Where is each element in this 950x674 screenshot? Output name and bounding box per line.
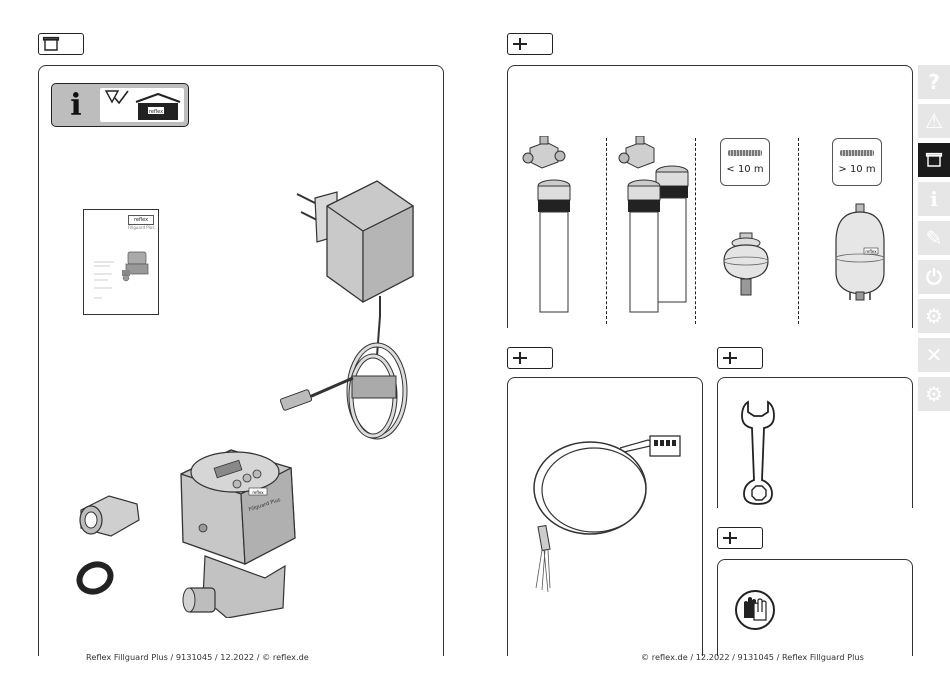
question-icon: ?: [928, 70, 940, 94]
box-icon: [925, 152, 943, 168]
checked-box-icon: reflex: [100, 88, 184, 122]
sidebar-tab-power[interactable]: ⏻: [918, 260, 950, 294]
info-badge: i reflex: [51, 83, 189, 127]
accessories-tag: [507, 347, 553, 369]
scope-of-delivery-tag: [38, 33, 84, 55]
accessories-panel-top: < 10 m > 10 m reflex: [507, 65, 913, 328]
separator: [606, 138, 607, 324]
filter-double: [618, 136, 698, 316]
info-icon: i: [930, 187, 938, 211]
sidebar-tab-info[interactable]: i: [918, 182, 950, 216]
manual-brand: reflex: [128, 215, 154, 225]
operating-manual: reflex Fillguard Plus: [83, 209, 159, 315]
cable-length-long-text: > 10 m: [833, 164, 881, 175]
sidebar-tab-question[interactable]: ?: [918, 65, 950, 99]
maintenance-icon: ⚙: [925, 382, 943, 406]
plus-icon: [511, 36, 529, 52]
fillguard-device: reflex Fillguard Plus: [175, 438, 315, 618]
tools-icon: ✕: [926, 343, 943, 367]
accessories-tag: [717, 527, 763, 549]
vessel-brand-label: reflex: [865, 249, 877, 254]
cable-length-long-label: > 10 m: [832, 138, 882, 186]
info-letter: i: [70, 88, 81, 123]
sidebar-tab-maintenance[interactable]: ⚙: [918, 377, 950, 411]
sidebar-tab-warning[interactable]: ⚠: [918, 104, 950, 138]
settings-icon: ⚙: [925, 304, 943, 328]
scope-of-delivery-panel: i reflex reflex Fillguard Plus: [38, 65, 444, 656]
cable-accessory-panel: [507, 377, 703, 656]
separator: [798, 138, 799, 324]
left-footer: Reflex Fillguard Plus / 9131045 / 12.202…: [86, 652, 309, 662]
wrench-accessory-panel: [717, 377, 913, 508]
power-icon: ⏻: [926, 265, 942, 289]
threaded-connector: [75, 486, 145, 546]
device-brand-label: reflex: [252, 490, 264, 495]
accessories-tag: [717, 347, 763, 369]
cable-length-short-label: < 10 m: [720, 138, 770, 186]
plus-icon: [721, 530, 739, 546]
box-brand-label: reflex: [149, 109, 163, 115]
sidebar-tab-tools[interactable]: ✕: [918, 338, 950, 372]
right-footer: © reflex.de / 12.2022 / 9131045 / Reflex…: [641, 652, 864, 662]
warning-icon: ⚠: [925, 109, 943, 133]
installation-icon: ✎: [926, 226, 943, 250]
large-expansion-vessel: reflex: [830, 202, 890, 302]
box-icon: [42, 36, 60, 52]
sensor-cable: [520, 408, 700, 608]
sidebar-tab-installation[interactable]: ✎: [918, 221, 950, 255]
accessories-tag: [507, 33, 553, 55]
safety-gloves-icon: [734, 588, 776, 632]
sidebar-tab-scope-of-delivery[interactable]: [918, 143, 950, 177]
filter-single: [522, 136, 582, 316]
seal-washer: [75, 558, 115, 598]
gloves-panel: [717, 559, 913, 656]
manual-subtitle: Fillguard Plus: [128, 225, 154, 230]
small-expansion-vessel: [720, 231, 772, 303]
cable-length-short-text: < 10 m: [721, 164, 769, 175]
info-icon: i: [56, 88, 96, 122]
plus-icon: [511, 350, 529, 366]
wrench-icon: [738, 400, 778, 510]
plus-icon: [721, 350, 739, 366]
sidebar-tab-settings[interactable]: ⚙: [918, 299, 950, 333]
manual-device-illustration: [92, 250, 152, 310]
